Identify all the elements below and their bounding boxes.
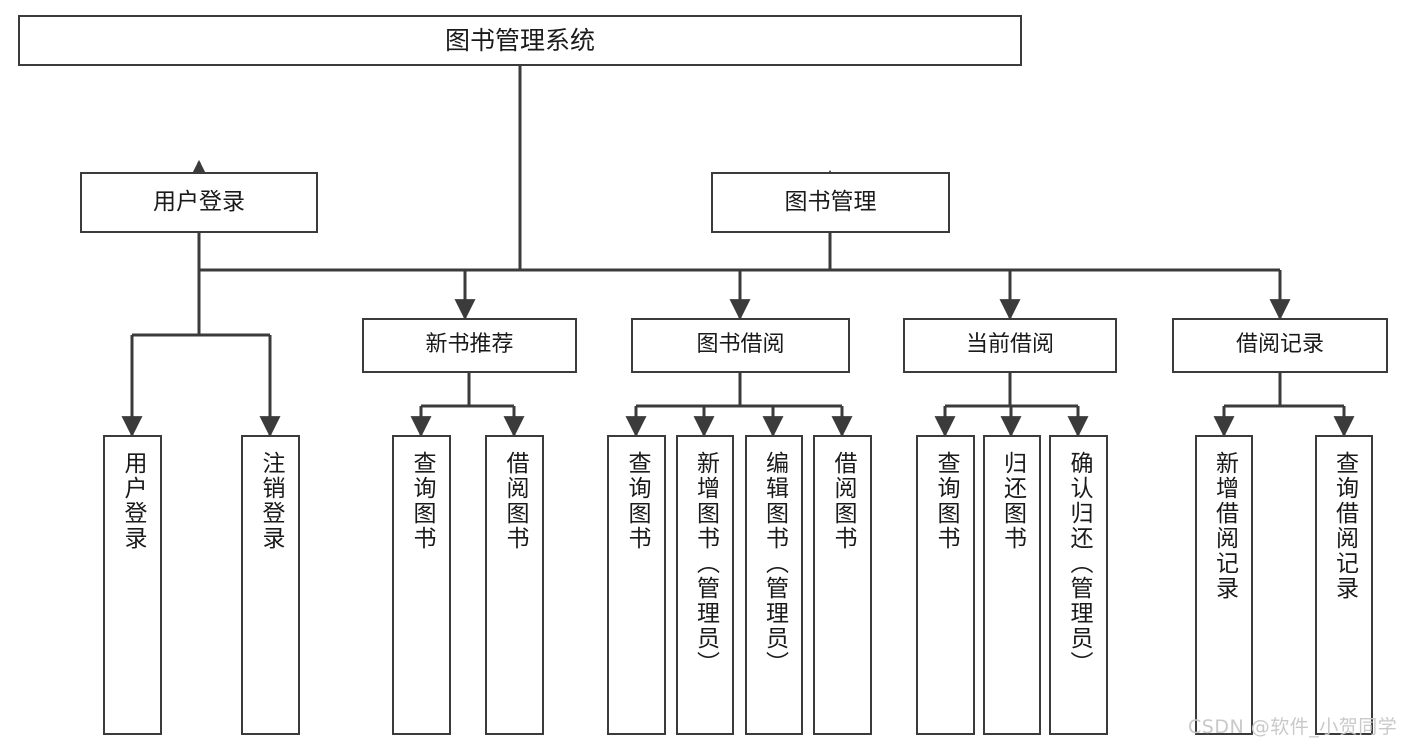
node-book-borrow[interactable]: 图书借阅 [631,318,850,373]
node-borrow-record[interactable]: 借阅记录 [1172,318,1388,373]
node-label: 确认归还（管理员） [1066,451,1092,676]
node-label: 注销登录 [258,451,284,551]
node-label: 图书管理 [784,188,877,215]
node-label: 新书推荐 [425,332,514,358]
node-label: 新增图书（管理员） [692,451,719,676]
node-label: 编辑图书（管理员） [761,451,788,676]
leaf-new-book-query-books[interactable]: 查询图书 [392,435,451,735]
node-label: 借阅图书 [502,451,528,551]
node-label: 借阅图书 [830,451,856,551]
node-label: 图书借阅 [696,332,785,358]
leaf-current-borrow-query-books[interactable]: 查询图书 [916,435,975,735]
leaf-current-borrow-return-books[interactable]: 归还图书 [983,435,1041,735]
node-label: 用户登录 [120,451,146,551]
node-label: 新增借阅记录 [1211,451,1238,601]
leaf-user-login-login[interactable]: 用户登录 [103,435,162,735]
leaf-book-borrow-add-book-admin[interactable]: 新增图书（管理员） [676,435,734,735]
leaf-book-borrow-edit-book-admin[interactable]: 编辑图书（管理员） [745,435,803,735]
node-new-book-recommend[interactable]: 新书推荐 [362,318,577,373]
node-user-login[interactable]: 用户登录 [80,172,318,233]
leaf-borrow-record-add-record[interactable]: 新增借阅记录 [1195,435,1253,735]
node-current-borrow[interactable]: 当前借阅 [903,318,1117,373]
leaf-new-book-borrow-books[interactable]: 借阅图书 [485,435,544,735]
leaf-user-login-logout[interactable]: 注销登录 [241,435,300,735]
node-label: 查询图书 [933,451,959,551]
node-label: 查询借阅记录 [1331,451,1358,601]
node-label: 借阅记录 [1235,332,1324,358]
node-label: 当前借阅 [965,332,1054,358]
node-book-management[interactable]: 图书管理 [711,172,950,233]
node-label: 用户登录 [153,188,245,215]
node-label: 归还图书 [999,451,1026,551]
node-root-book-management-system[interactable]: 图书管理系统 [18,15,1022,66]
leaf-borrow-record-query-record[interactable]: 查询借阅记录 [1315,435,1373,735]
leaf-book-borrow-query-books[interactable]: 查询图书 [607,435,666,735]
node-label: 图书管理系统 [444,25,595,55]
leaf-book-borrow-borrow-books[interactable]: 借阅图书 [813,435,872,735]
node-label: 查询图书 [409,451,435,551]
leaf-current-borrow-confirm-return-admin[interactable]: 确认归还（管理员） [1049,435,1108,735]
node-label: 查询图书 [624,451,650,551]
